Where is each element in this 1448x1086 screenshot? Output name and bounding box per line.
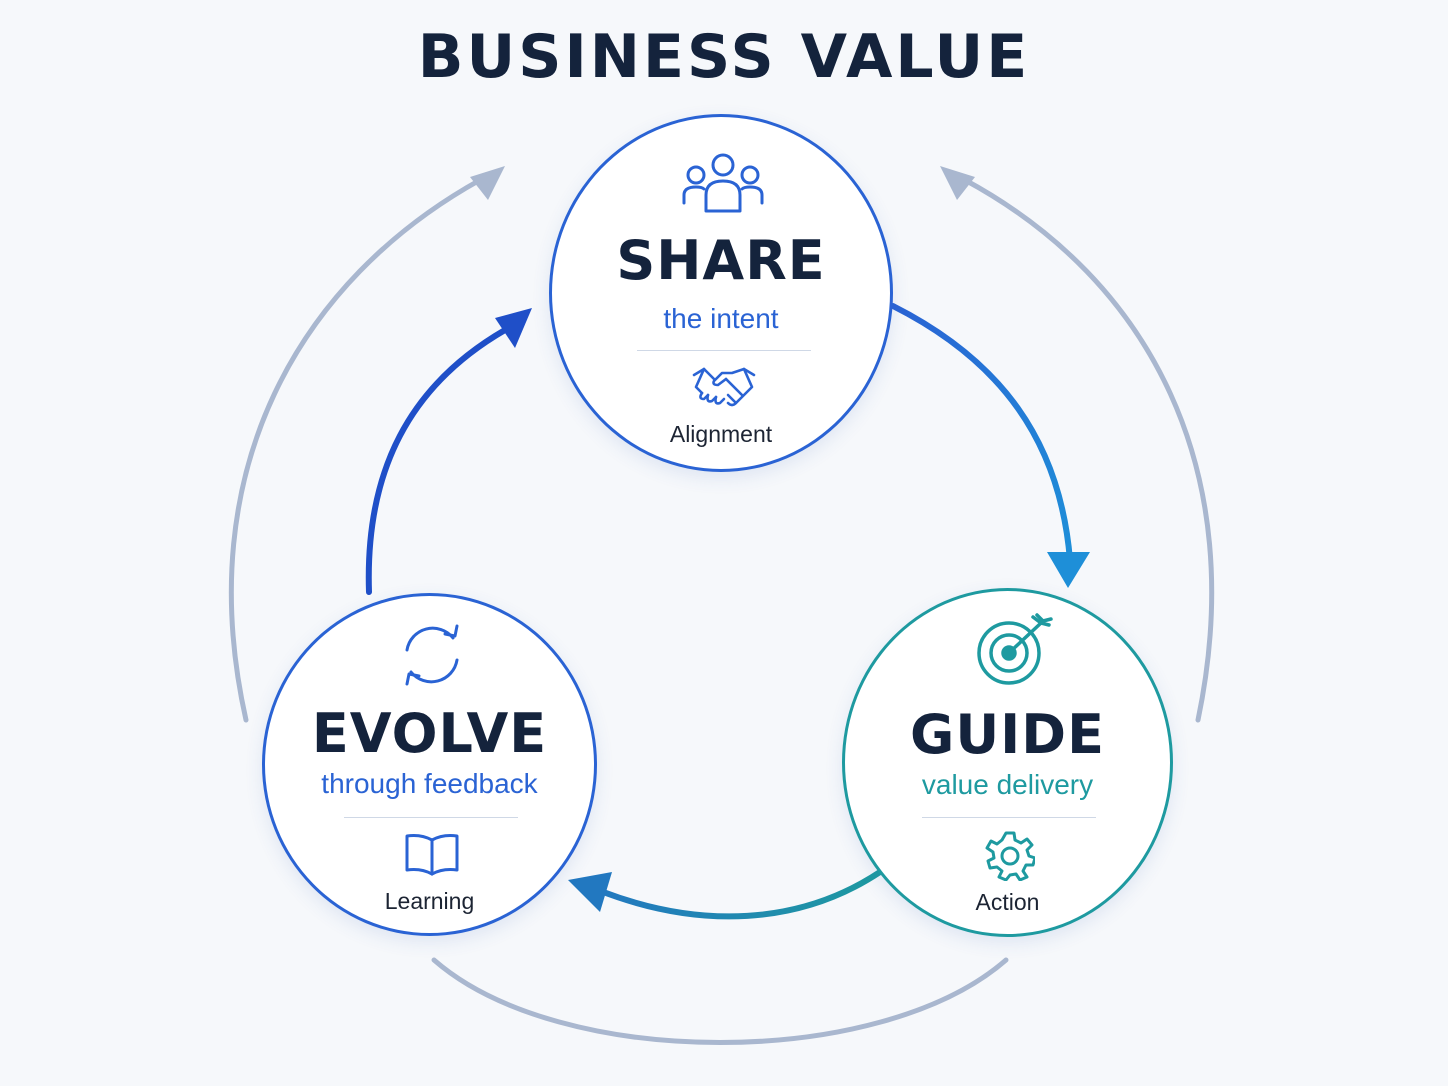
share-node: SHARE the intent Alignment — [549, 114, 893, 472]
share-divider — [637, 350, 811, 351]
share-heading: SHARE — [616, 229, 826, 292]
arrow-share-to-guide-head — [1047, 552, 1090, 588]
arrow-guide-to-evolve — [595, 869, 883, 920]
arrow-guide-to-evolve-head — [568, 872, 612, 912]
outer-arc-left — [228, 177, 483, 723]
guide-caption: Action — [975, 889, 1040, 915]
outer-arc-right-arrowhead — [940, 166, 975, 200]
people-icon — [682, 153, 764, 213]
gear-icon — [985, 831, 1035, 881]
guide-heading: GUIDE — [910, 703, 1105, 766]
evolve-divider — [344, 817, 518, 818]
outer-arc-left-arrowhead — [470, 166, 505, 200]
target-icon — [977, 613, 1053, 685]
refresh-icon — [405, 624, 459, 686]
outer-arc-bottom — [431, 957, 1009, 1045]
book-icon — [405, 834, 459, 876]
evolve-caption: Learning — [384, 888, 475, 914]
share-subtitle: the intent — [663, 303, 779, 334]
guide-node: GUIDE value delivery Action — [842, 588, 1173, 937]
evolve-node: EVOLVE through feedback Learning — [262, 593, 597, 936]
arrow-share-to-guide — [890, 303, 1073, 563]
share-caption: Alignment — [669, 421, 773, 447]
evolve-heading: EVOLVE — [311, 702, 548, 765]
outer-arc-right — [962, 177, 1215, 723]
handshake-icon — [692, 367, 756, 407]
diagram-title: BUSINESS VALUE — [417, 22, 1031, 92]
guide-divider — [922, 817, 1096, 818]
evolve-subtitle: through feedback — [321, 768, 538, 799]
guide-subtitle: value delivery — [921, 769, 1094, 800]
arrow-evolve-to-share — [365, 327, 508, 595]
arrow-evolve-to-share-head — [495, 308, 532, 348]
